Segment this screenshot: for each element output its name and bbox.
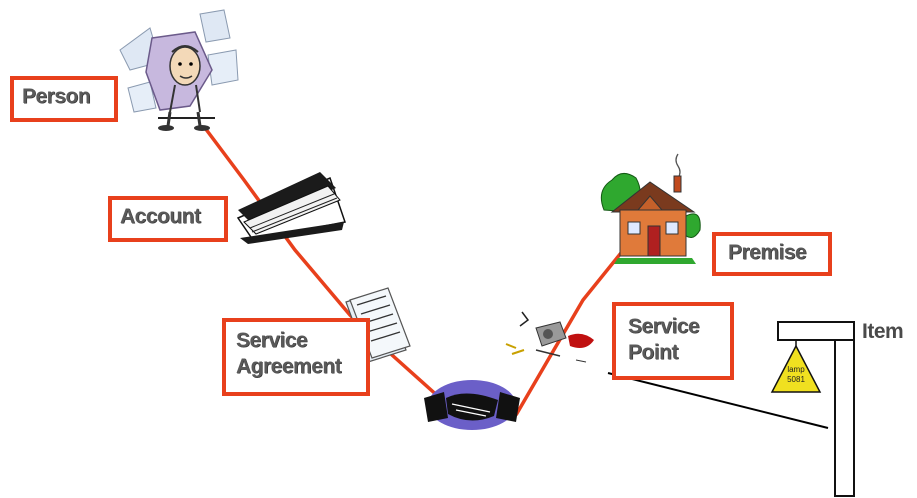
connector-handshake-to-premise bbox=[514, 246, 627, 416]
label-item: Item bbox=[862, 320, 904, 344]
lamp-sign-line2: 5081 bbox=[787, 375, 805, 384]
label-service-agreement-line2: Agreement bbox=[236, 355, 342, 378]
lamp-sign-line1: lamp bbox=[787, 365, 805, 374]
account-ledger-icon bbox=[236, 172, 346, 244]
lamp-sign-shape bbox=[770, 344, 822, 393]
connector-person-to-handshake bbox=[203, 126, 442, 400]
label-service-agreement: Service Agreement bbox=[222, 318, 370, 396]
meter-key-icon bbox=[505, 311, 594, 363]
person-clipart bbox=[119, 9, 239, 131]
label-account: Account bbox=[108, 196, 228, 242]
label-account-text: Account bbox=[120, 205, 201, 228]
premise-house-icon bbox=[600, 153, 701, 264]
label-premise-text: Premise bbox=[728, 241, 807, 264]
label-service-point-line1: Service bbox=[628, 315, 700, 338]
connector-lines bbox=[203, 126, 829, 429]
label-person: Person bbox=[10, 76, 118, 122]
connector-service-point-to-item bbox=[607, 372, 829, 429]
label-service-agreement-line1: Service bbox=[236, 329, 308, 352]
handshake-icon bbox=[424, 380, 520, 430]
label-premise: Premise bbox=[712, 232, 832, 276]
item-pole-lamp-icon: lamp 5081 bbox=[770, 321, 855, 497]
label-service-point: Service Point bbox=[612, 302, 734, 380]
label-person-text: Person bbox=[22, 85, 91, 108]
label-item-text: Item bbox=[862, 320, 904, 343]
label-service-point-line2: Point bbox=[628, 341, 679, 364]
